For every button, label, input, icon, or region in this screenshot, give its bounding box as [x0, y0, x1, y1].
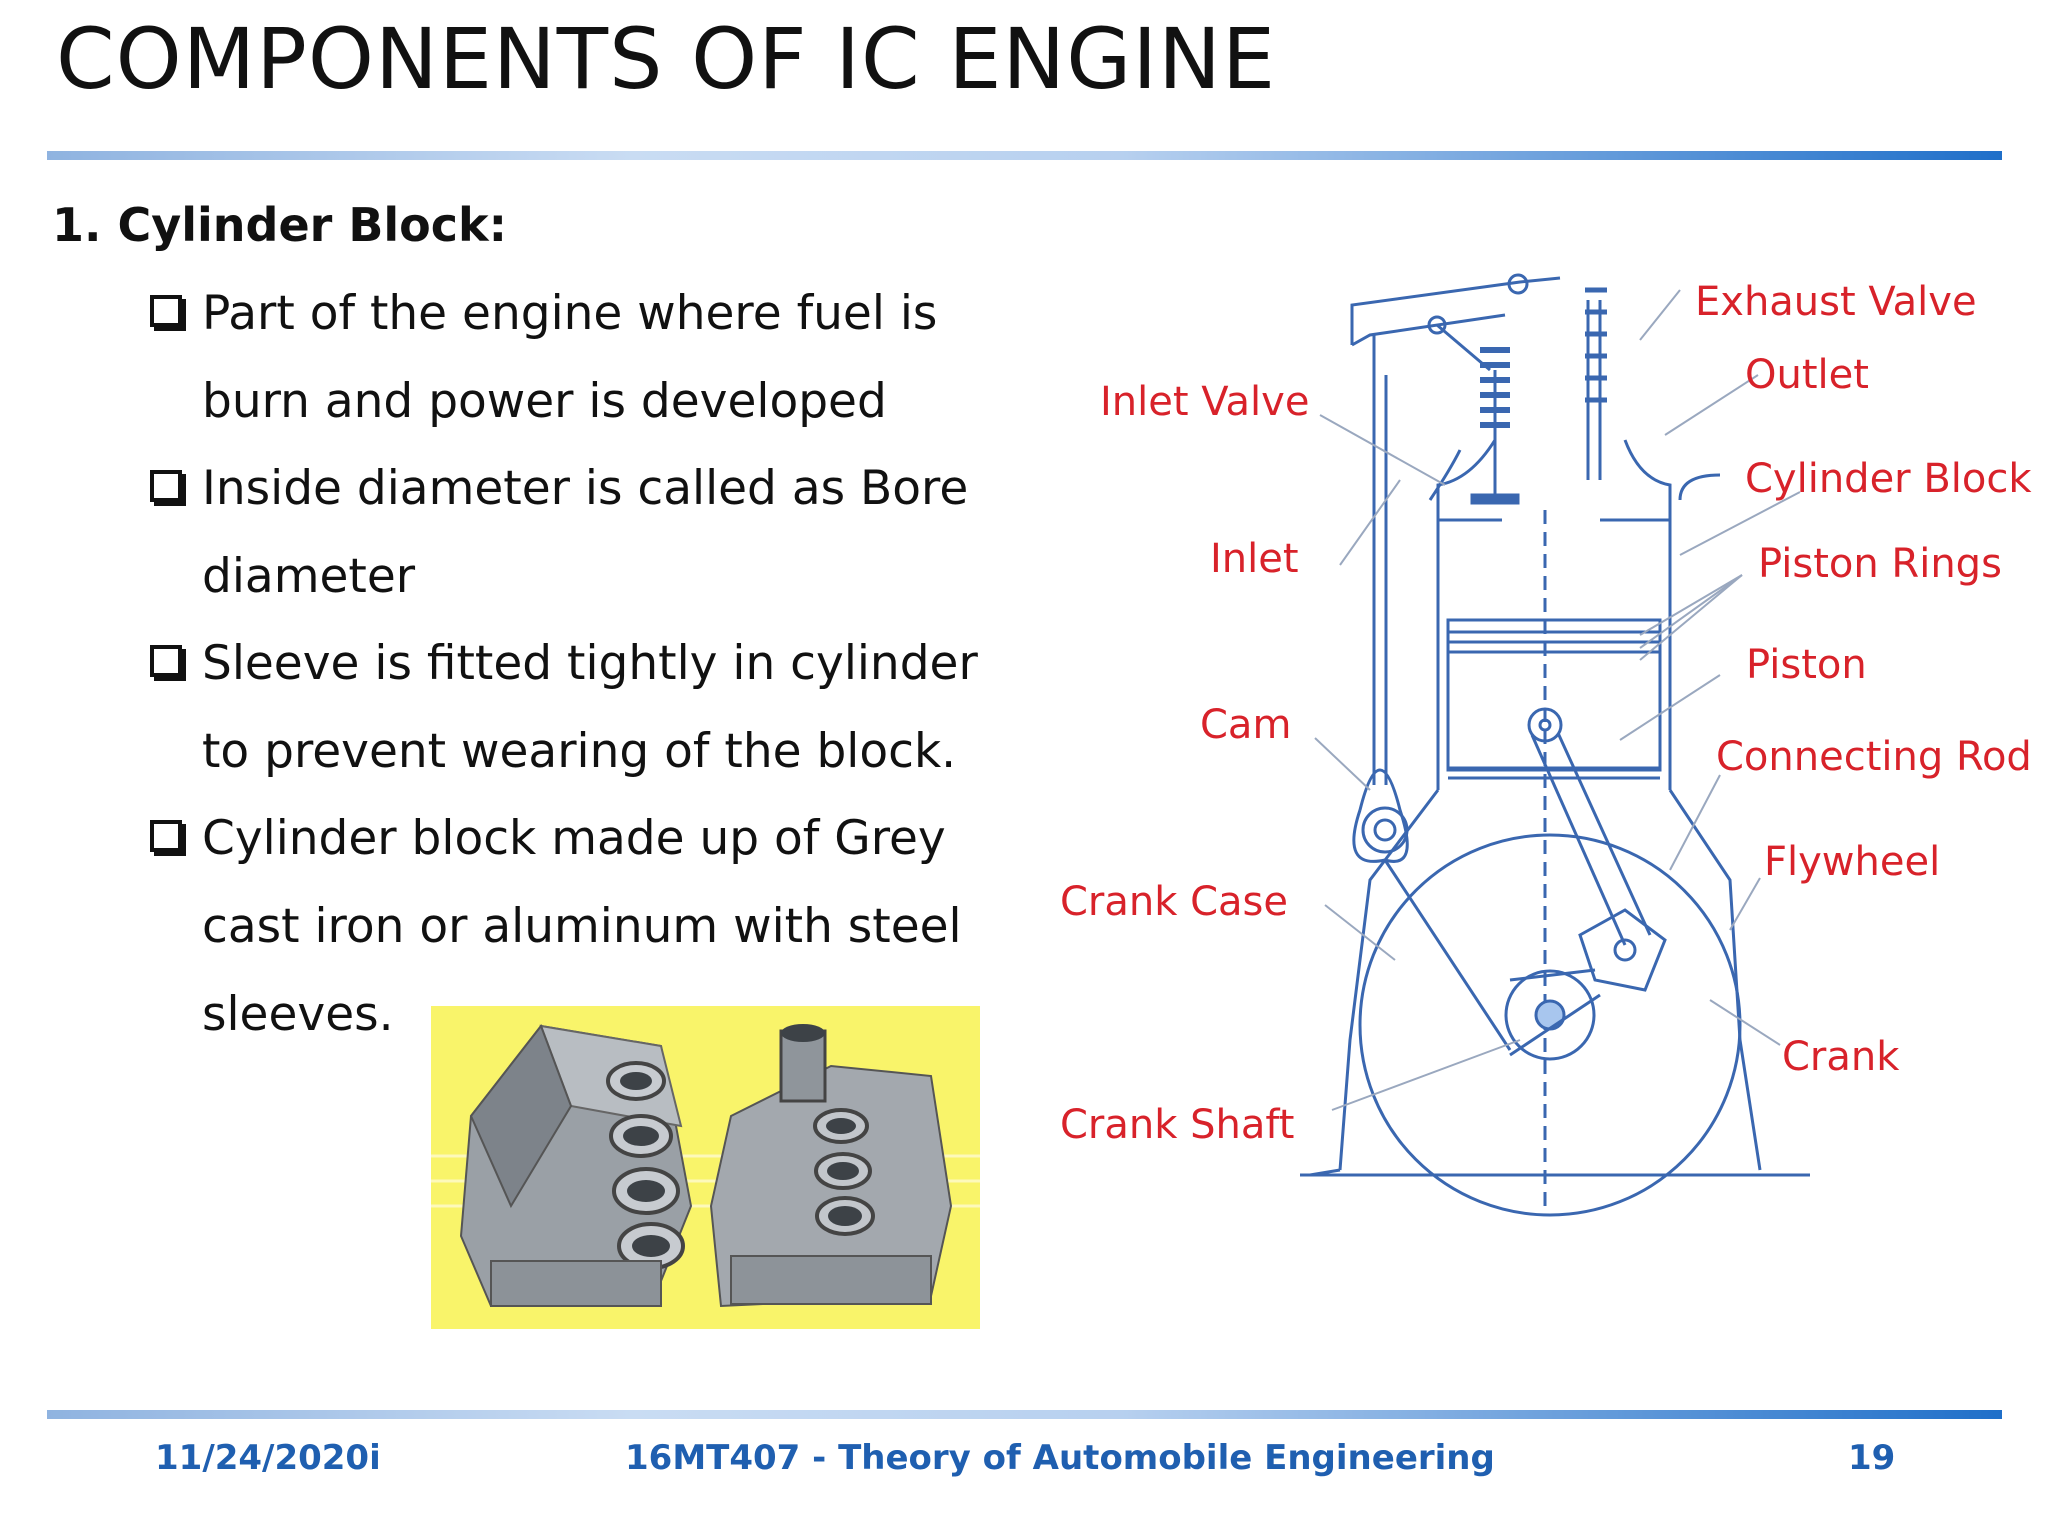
footer-divider — [47, 1410, 2002, 1419]
slide-title: COMPONENTS OF IC ENGINE — [56, 10, 1277, 108]
checkbox-bullet-icon — [150, 645, 182, 677]
label-cam: Cam — [1200, 702, 1291, 748]
bullet-text: Sleeve is fitted tightly in cylinder to … — [202, 636, 978, 779]
label-piston: Piston — [1746, 642, 1867, 688]
footer-date: 11/24/2020i — [155, 1438, 381, 1478]
label-connecting-rod: Connecting Rod — [1716, 734, 2032, 780]
engine-diagram: Exhaust Valve Outlet Inlet Valve Cylinde… — [1060, 273, 2032, 1217]
checkbox-bullet-icon — [150, 820, 182, 852]
label-inlet: Inlet — [1210, 536, 1299, 582]
label-outlet: Outlet — [1745, 352, 1869, 398]
bullet-item: Sleeve is fitted tightly in cylinder to … — [150, 620, 1000, 796]
footer-course: 16MT407 - Theory of Automobile Engineeri… — [625, 1438, 1495, 1478]
bullet-item: Part of the engine where fuel is burn an… — [150, 270, 1000, 446]
label-piston-rings: Piston Rings — [1758, 541, 2002, 587]
bullet-item: Cylinder block made up of Grey cast iron… — [150, 795, 1020, 1059]
label-exhaust-valve: Exhaust Valve — [1695, 279, 1977, 325]
bullet-text: Part of the engine where fuel is burn an… — [202, 286, 938, 429]
page-number: 19 — [1848, 1438, 1896, 1478]
label-crank: Crank — [1782, 1034, 1900, 1080]
label-cylinder-block: Cylinder Block — [1745, 456, 2032, 502]
label-flywheel: Flywheel — [1764, 839, 1940, 885]
label-crank-case: Crank Case — [1060, 879, 1288, 925]
label-crank-shaft: Crank Shaft — [1060, 1102, 1294, 1148]
checkbox-bullet-icon — [150, 295, 182, 327]
title-divider — [47, 151, 2002, 160]
bullet-text: Cylinder block made up of Grey cast iron… — [202, 811, 962, 1042]
label-inlet-valve: Inlet Valve — [1100, 379, 1309, 425]
cylinder-block-photo — [431, 1006, 980, 1329]
checkbox-bullet-icon — [150, 470, 182, 502]
cylinder-block-illustration — [431, 1023, 980, 1308]
bullet-item: Inside diameter is called as Bore diamet… — [150, 445, 1000, 621]
bullet-text: Inside diameter is called as Bore diamet… — [202, 461, 969, 604]
section-heading: 1. Cylinder Block: — [52, 198, 508, 252]
